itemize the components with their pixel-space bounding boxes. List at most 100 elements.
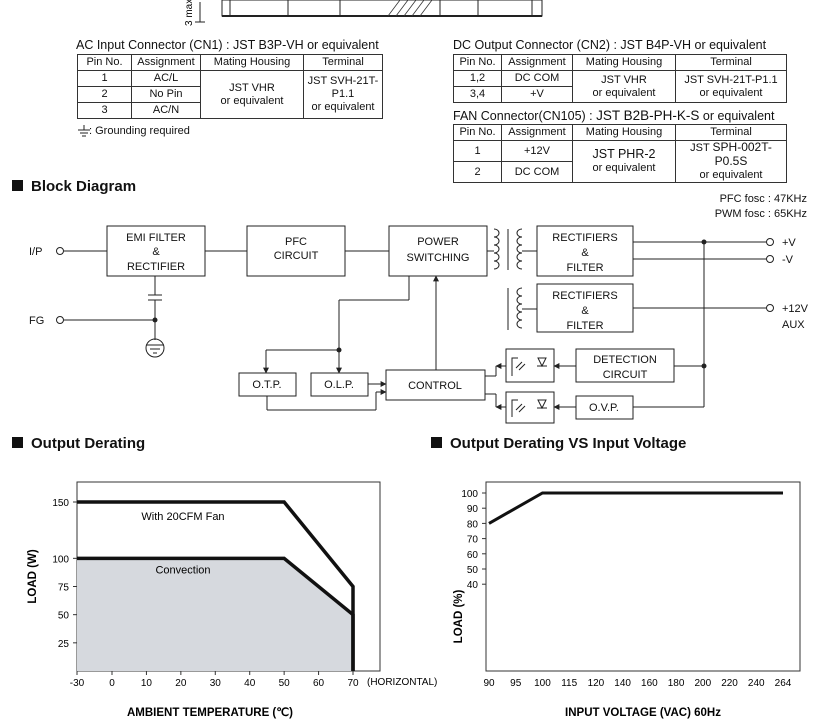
x-axis-note: (HORIZONTAL): [367, 677, 437, 688]
plus-v-label: +V: [782, 237, 796, 249]
pfc-label-2: CIRCUIT: [274, 250, 319, 262]
power-label-1: POWER: [417, 236, 459, 248]
terminal-line: or equivalent: [311, 101, 375, 113]
header-terminal: Terminal: [675, 54, 787, 71]
y-axis-label: LOAD (%): [453, 590, 465, 644]
pfc-label-1: PFC: [285, 236, 307, 248]
table-header-row: Pin No. Assignment Mating Housing Termin…: [453, 124, 787, 141]
header-pin: Pin No.: [77, 54, 132, 71]
assignment-cell: AC/L: [131, 70, 201, 87]
x-tick-label: 100: [534, 678, 551, 689]
ip-terminal: [56, 247, 64, 255]
output-derating-heading: Output Derating: [12, 435, 145, 452]
detection-label-2: CIRCUIT: [603, 369, 648, 381]
x-tick-label: 50: [279, 678, 291, 689]
housing-line: or equivalent: [592, 162, 656, 174]
x-tick-label: 140: [614, 678, 631, 689]
table-header-row: Pin No. Assignment Mating Housing Termin…: [77, 54, 383, 71]
series-line-convection: [77, 556, 355, 671]
y-tick-label: 75: [58, 583, 70, 594]
x-tick-label: 95: [510, 678, 522, 689]
minus-v-label: -V: [782, 254, 794, 266]
y-tick-label: 90: [467, 504, 479, 515]
terminal-line: JST SVH-21T-P1.1: [684, 73, 778, 86]
x-tick-label: 220: [721, 678, 738, 689]
y-tick-label: 40: [467, 580, 479, 591]
assignment-cell: +12V: [501, 140, 573, 162]
dc-connector-table: Pin No. Assignment Mating Housing Termin…: [453, 54, 787, 103]
terminal-line: JST SVH-21T-P1.1: [307, 75, 379, 100]
assignment-cell: No Pin: [131, 86, 201, 103]
x-tick-label: 90: [483, 678, 495, 689]
x-tick-label: 40: [244, 678, 256, 689]
y-tick-label: 100: [52, 554, 69, 565]
power-switching-box: [388, 225, 488, 277]
assignment-cell: DC COM: [501, 70, 573, 87]
emi-label-2: &: [152, 246, 160, 258]
detection-label-1: DETECTION: [593, 354, 657, 366]
assignment-cell: DC COM: [501, 161, 573, 183]
x-tick-label: 70: [347, 678, 359, 689]
ip-label: I/P: [29, 246, 42, 258]
housing-line: or equivalent: [592, 86, 656, 99]
header-assignment: Assignment: [501, 54, 573, 71]
y-axis-label: LOAD (W): [27, 549, 39, 603]
x-tick-label: 120: [588, 678, 605, 689]
input-voltage-derating-title: Output Derating VS Input Voltage: [450, 435, 687, 452]
y-tick-label: 80: [467, 519, 479, 530]
header-pin: Pin No.: [453, 54, 502, 71]
pin-cell: 2: [77, 86, 132, 103]
rect1-label-3: FILTER: [566, 262, 603, 274]
rect1-label-1: RECTIFIERS: [552, 232, 617, 244]
block-diagram-heading: Block Diagram: [12, 178, 136, 195]
section-bullet-icon: [431, 437, 442, 448]
series-label-convection: Convection: [155, 564, 210, 576]
aux-label: AUX: [782, 319, 805, 331]
table-header-row: Pin No. Assignment Mating Housing Termin…: [453, 54, 787, 71]
fan-title-prefix: FAN Connector(CN105) :: [453, 109, 597, 123]
housing-line: JST VHR: [229, 81, 275, 94]
terminal-cell: JST SVH-21T-P1.1 or equivalent: [303, 70, 383, 119]
terminal-cell: JST SPH-002T-P0.5S or equivalent: [675, 140, 787, 183]
fan-connector-table: Pin No. Assignment Mating Housing Termin…: [453, 124, 787, 183]
pfc-fosc-label: PFC fosc : 47KHz: [720, 193, 807, 205]
pwm-fosc-label: PWM fosc : 65KHz: [715, 208, 807, 220]
table-row: 1 AC/L JST VHR or equivalent JST SVH-21T…: [77, 70, 383, 119]
x-tick-label: 264: [775, 678, 792, 689]
input-voltage-derating-heading: Output Derating VS Input Voltage: [431, 435, 686, 452]
otp-label: O.T.P.: [252, 379, 281, 391]
housing-line: JST VHR: [601, 73, 647, 86]
housing-cell: JST VHR or equivalent: [572, 70, 676, 103]
pin-cell: 2: [453, 161, 502, 183]
fan-title-suffix: or equivalent: [699, 109, 775, 123]
fg-terminal: [56, 316, 64, 324]
pin-cell: 1,2: [453, 70, 502, 87]
plus-v-terminal: [766, 238, 774, 246]
header-housing: Mating Housing: [200, 54, 304, 71]
terminal-prefix: JST: [690, 142, 713, 154]
plot-frame: [485, 481, 801, 672]
x-tick-label: 10: [141, 678, 153, 689]
section-bullet-icon: [12, 437, 23, 448]
x-tick-label: 240: [748, 678, 765, 689]
olp-label: O.L.P.: [324, 379, 354, 391]
header-assignment: Assignment: [501, 124, 573, 141]
section-bullet-icon: [12, 180, 23, 191]
table-row: 2 DC COM: [453, 161, 787, 183]
output-derating-title: Output Derating: [31, 435, 146, 452]
fg-label: FG: [29, 315, 44, 327]
x-tick-label: 180: [668, 678, 685, 689]
x-tick-label: 60: [313, 678, 325, 689]
x-tick-label: 200: [694, 678, 711, 689]
plus12-label: +12V: [782, 303, 809, 315]
series-line-load: [488, 491, 783, 525]
grounding-note: : Grounding required: [89, 125, 190, 137]
assignment-cell: AC/N: [131, 102, 201, 119]
y-tick-label: 60: [467, 550, 479, 561]
terminal-line: or equivalent: [699, 86, 763, 99]
block-diagram: EMI FILTER & RECTIFIER PFC CIRCUIT POWER…: [29, 193, 809, 424]
ovp-label: O.V.P.: [589, 402, 619, 414]
emi-label-1: EMI FILTER: [126, 232, 186, 244]
